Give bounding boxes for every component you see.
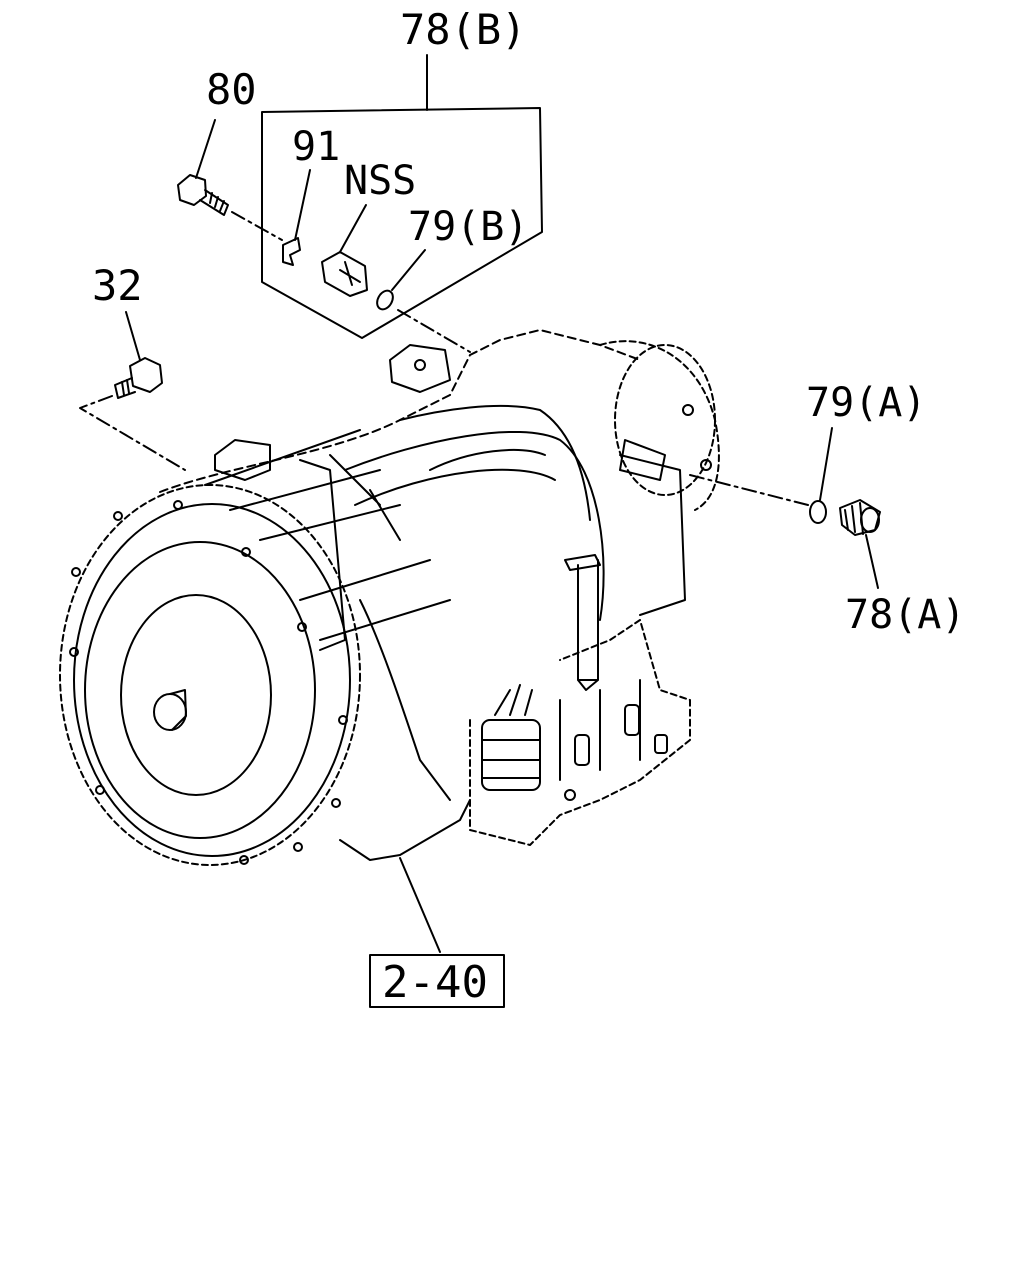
- callout-91: 91: [292, 124, 340, 170]
- callout-79a: 79(A): [806, 380, 926, 426]
- speed-sensor: [321, 204, 368, 297]
- ref-box: [369, 954, 505, 1008]
- bolt-32: [79, 311, 186, 471]
- rear-case: [599, 340, 720, 511]
- electrical-connector: [481, 684, 541, 791]
- callout-32: 32: [92, 261, 143, 310]
- callout-78b: 78(B): [400, 5, 526, 54]
- plug-78a: [839, 499, 881, 589]
- torque-converter-inner: [120, 594, 272, 796]
- housing-ribs: [204, 429, 451, 641]
- ref-label: 2-40: [382, 957, 488, 1008]
- mounting-pad-top-left: [214, 439, 271, 481]
- torque-converter-outer: [84, 541, 316, 839]
- housing-top-contour: [159, 329, 641, 493]
- o-ring-79b: [376, 249, 471, 353]
- filler-tube: [564, 554, 601, 691]
- flange-bolt-holes: [69, 500, 348, 865]
- sensor-kit-outline: [261, 54, 543, 339]
- callout-78a: 78(A): [845, 592, 965, 638]
- valve-body: [469, 619, 691, 846]
- clip-91: [282, 169, 311, 266]
- input-shaft: [153, 693, 187, 731]
- ref-leader: [399, 857, 441, 953]
- bell-housing-flange: [59, 484, 361, 866]
- o-ring-79a: [689, 427, 833, 524]
- mounting-pad-top: [389, 344, 451, 393]
- callout-nss: NSS: [344, 158, 416, 204]
- callout-80: 80: [206, 65, 257, 114]
- output-flange: [614, 344, 716, 496]
- transmission-assembly: [59, 329, 720, 866]
- callout-79b: 79(B): [408, 204, 528, 250]
- bell-housing-rim: [73, 503, 351, 857]
- bolt-80: [177, 119, 283, 241]
